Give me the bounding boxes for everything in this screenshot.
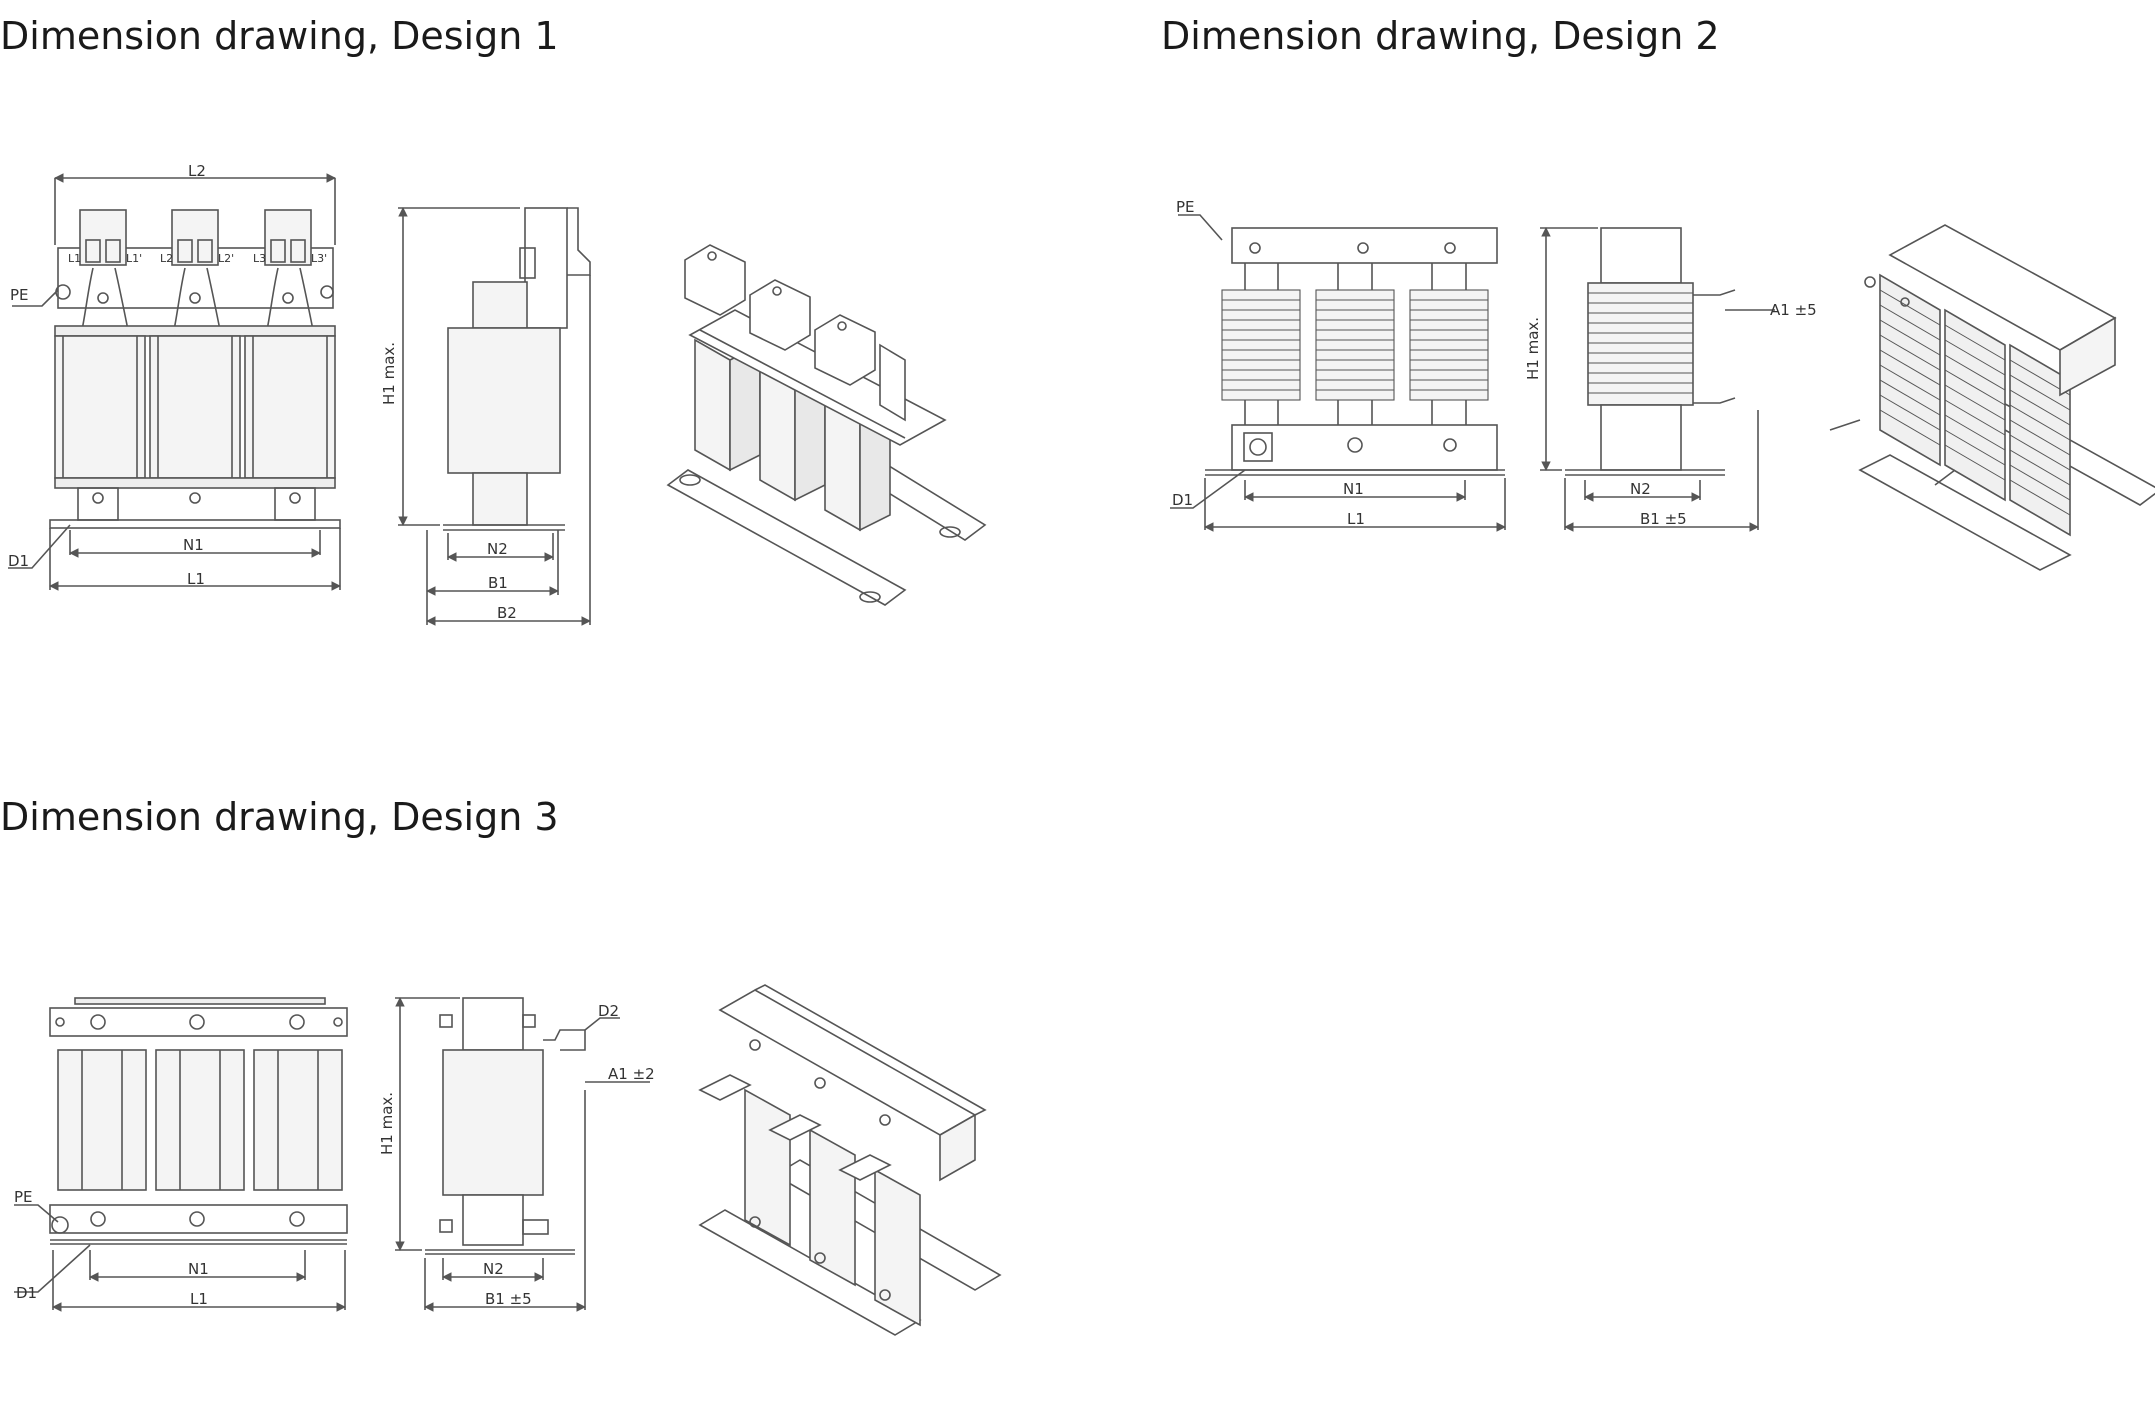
label-pe: PE — [14, 1188, 33, 1206]
label-d1: D1 — [8, 552, 29, 570]
label-h1: H1 max. — [380, 342, 398, 405]
label-pe: PE — [10, 286, 29, 304]
label-l1: L1 — [190, 1290, 208, 1308]
design-1-title: Dimension drawing, Design 1 — [0, 14, 559, 58]
terminal-l2-prime: L2' — [218, 252, 234, 265]
label-h1: H1 max. — [1524, 317, 1542, 380]
label-d1: D1 — [1172, 491, 1193, 509]
design-3-title: Dimension drawing, Design 3 — [0, 795, 559, 839]
design-1-isometric-view — [666, 244, 987, 606]
design-3-side-view — [395, 997, 650, 1312]
terminal-l1-prime: L1' — [126, 252, 142, 265]
design-1-labels: L2 PE D1 N1 L1 L1 L1' L2 L2' L3 L3' H1 m… — [8, 162, 517, 622]
label-n2: N2 — [483, 1260, 504, 1278]
design-2-labels: PE D1 N1 L1 H1 max. N2 B1 ±5 A1 ±5 — [1172, 198, 1817, 528]
label-d2: D2 — [598, 1002, 619, 1020]
label-a1: A1 ±2 — [608, 1065, 655, 1083]
label-l1: L1 — [187, 570, 205, 588]
label-b1: B1 ±5 — [485, 1290, 532, 1308]
label-pe: PE — [1176, 198, 1195, 216]
label-n2: N2 — [487, 540, 508, 558]
label-b2: B2 — [497, 604, 517, 622]
label-d1: D1 — [16, 1284, 37, 1302]
label-n1: N1 — [183, 536, 204, 554]
design-3-isometric-view — [698, 984, 1002, 1336]
label-l1: L1 — [1347, 510, 1365, 528]
terminal-l1: L1 — [68, 252, 81, 265]
design-2-front-view — [1170, 214, 1506, 532]
label-h1: H1 max. — [378, 1092, 396, 1155]
label-b1: B1 ±5 — [1640, 510, 1687, 528]
design-3-labels: PE D1 N1 L1 H1 max. N2 B1 ±5 D2 A1 ±2 — [14, 1002, 655, 1308]
label-n2: N2 — [1630, 480, 1651, 498]
terminal-l3-prime: L3' — [311, 252, 327, 265]
design-1-front-view — [8, 173, 341, 591]
label-a1: A1 ±5 — [1770, 301, 1817, 319]
label-n1: N1 — [188, 1260, 209, 1278]
design-2-side-view — [1540, 227, 1775, 532]
label-l2: L2 — [188, 162, 206, 180]
terminal-l2: L2 — [160, 252, 173, 265]
design-3-front-view — [14, 997, 348, 1312]
design-1-side-view — [398, 207, 591, 626]
design-2-isometric-view — [1829, 224, 2155, 571]
design-2-title: Dimension drawing, Design 2 — [1161, 14, 1720, 58]
label-n1: N1 — [1343, 480, 1364, 498]
label-b1: B1 — [488, 574, 508, 592]
terminal-l3: L3 — [253, 252, 266, 265]
